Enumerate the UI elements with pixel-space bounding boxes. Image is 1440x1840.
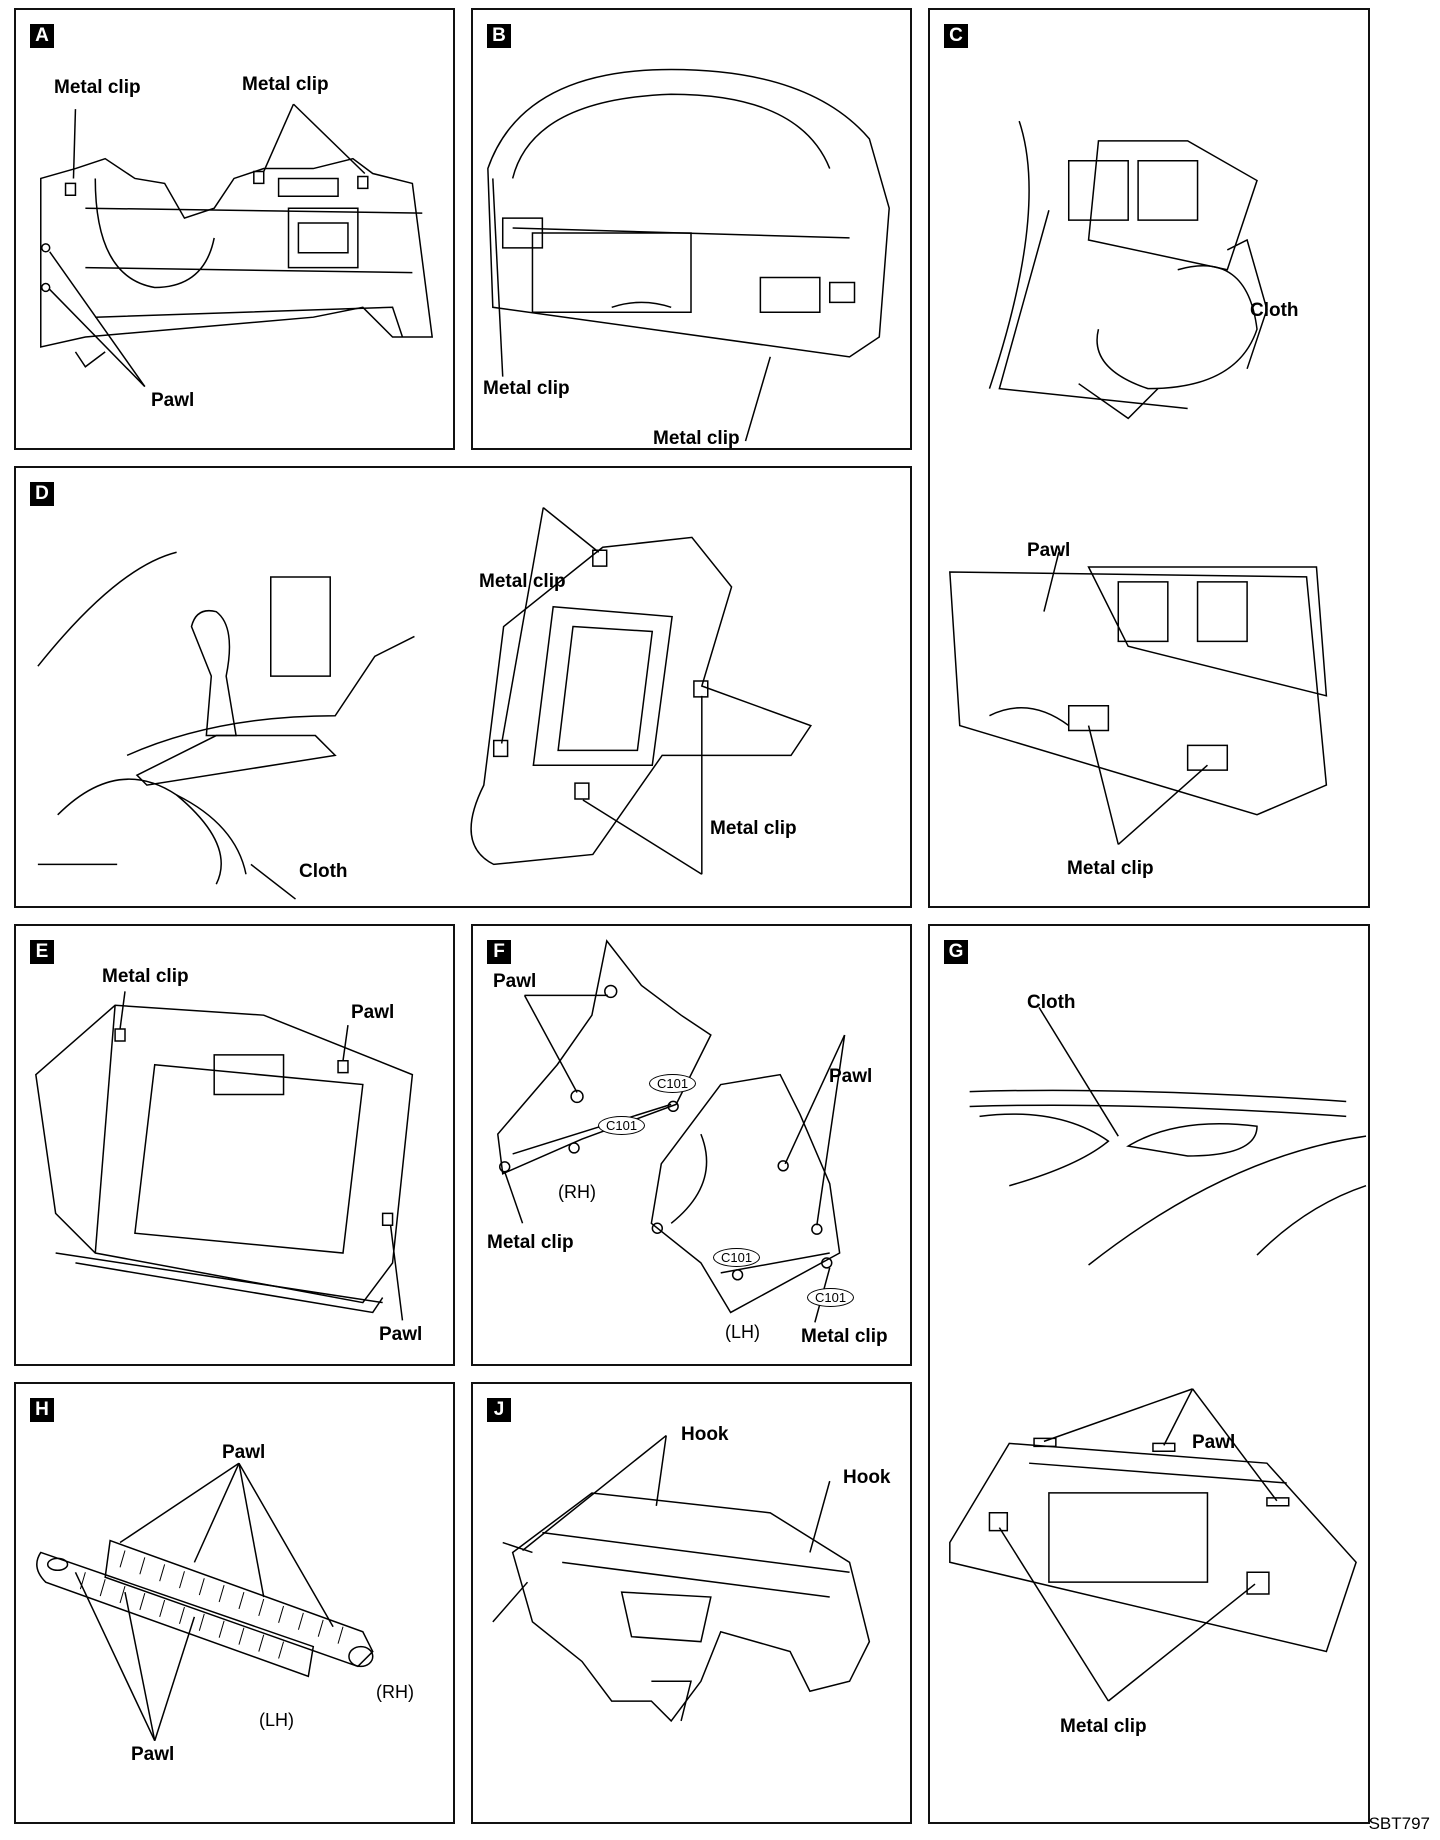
connector-c101: C101 <box>649 1074 697 1093</box>
panel-a-drawing <box>16 10 453 448</box>
panel-f-drawing <box>473 926 910 1364</box>
panel-j: J Hook Hook <box>471 1382 912 1824</box>
label-metal-clip-b-bottom: Metal clip <box>653 428 740 449</box>
panel-d: D Metal clip Metal clip Cloth <box>14 466 912 908</box>
panel-g-drawing <box>930 926 1368 1822</box>
panel-j-badge: J <box>487 1398 511 1422</box>
label-metal-clip-b-left: Metal clip <box>483 378 570 399</box>
label-metal-clip-c: Metal clip <box>1067 858 1154 879</box>
panel-b-badge: B <box>487 24 511 48</box>
panel-e-drawing <box>16 926 453 1364</box>
label-metal-clip-g: Metal clip <box>1060 1716 1147 1737</box>
label-metal-clip-e: Metal clip <box>102 966 189 987</box>
label-cloth-c: Cloth <box>1250 300 1299 321</box>
label-pawl-g: Pawl <box>1192 1432 1236 1453</box>
label-hook-j-left: Hook <box>681 1424 729 1445</box>
panel-f: F Pawl Pawl Metal clip Metal clip (RH) (… <box>471 924 912 1366</box>
panel-c-drawing <box>930 10 1368 906</box>
label-pawl-e-bottom: Pawl <box>379 1324 423 1345</box>
panel-c: C Cloth Pawl Metal clip <box>928 8 1370 908</box>
label-pawl-a: Pawl <box>151 390 195 411</box>
figure-code: SBT797 <box>1368 1814 1430 1833</box>
label-rh-f: (RH) <box>558 1182 596 1202</box>
label-pawl-f-right: Pawl <box>829 1066 873 1087</box>
label-pawl-h-top: Pawl <box>222 1442 266 1463</box>
label-metal-clip-a-left: Metal clip <box>54 77 141 98</box>
panel-f-badge: F <box>487 940 511 964</box>
label-metal-clip-f-left: Metal clip <box>487 1232 574 1253</box>
panel-g: G Cloth Pawl Metal clip <box>928 924 1370 1824</box>
label-lh-h: (LH) <box>259 1710 294 1730</box>
label-pawl-h-bottom: Pawl <box>131 1744 175 1765</box>
panel-g-badge: G <box>944 940 968 964</box>
panel-a: A Metal clip Metal clip Pawl <box>14 8 455 450</box>
panel-j-drawing <box>473 1384 910 1822</box>
label-metal-clip-a-right: Metal clip <box>242 74 329 95</box>
panel-h-badge: H <box>30 1398 54 1422</box>
connector-c101: C101 <box>598 1116 646 1135</box>
label-rh-h: (RH) <box>376 1682 414 1702</box>
label-pawl-e-top: Pawl <box>351 1002 395 1023</box>
connector-c101: C101 <box>713 1248 761 1267</box>
panel-e: E Metal clip Pawl Pawl <box>14 924 455 1366</box>
label-hook-j-right: Hook <box>843 1467 891 1488</box>
label-pawl-f-left: Pawl <box>493 971 537 992</box>
label-lh-f: (LH) <box>725 1322 760 1342</box>
label-cloth-d: Cloth <box>299 861 348 882</box>
label-cloth-g: Cloth <box>1027 992 1076 1013</box>
panel-a-badge: A <box>30 24 54 48</box>
connector-c101: C101 <box>807 1288 855 1307</box>
panel-h: H Pawl Pawl (LH) (RH) <box>14 1382 455 1824</box>
panel-d-drawing <box>16 468 910 906</box>
panel-b-drawing <box>473 10 910 448</box>
label-metal-clip-d-bottom: Metal clip <box>710 818 797 839</box>
panel-c-badge: C <box>944 24 968 48</box>
panel-e-badge: E <box>30 940 54 964</box>
panel-h-drawing <box>16 1384 453 1822</box>
label-metal-clip-f-right: Metal clip <box>801 1326 888 1347</box>
panel-d-badge: D <box>30 482 54 506</box>
panel-b: B Metal clip Metal clip <box>471 8 912 450</box>
label-metal-clip-d-top: Metal clip <box>479 571 566 592</box>
label-pawl-c: Pawl <box>1027 540 1071 561</box>
